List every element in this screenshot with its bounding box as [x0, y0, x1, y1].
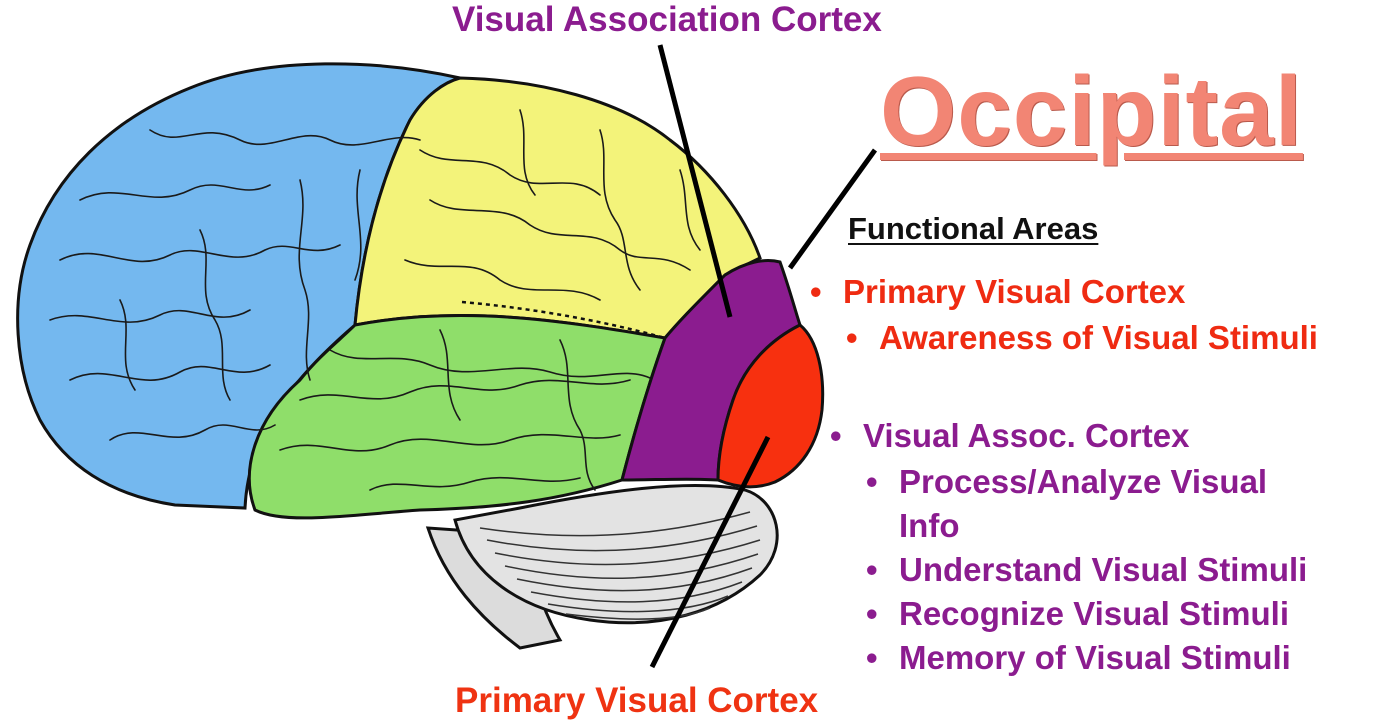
list-item-function: •Process/Analyze Visual [866, 465, 1267, 498]
function-text: Memory of Visual Stimuli [899, 639, 1291, 676]
bullet-icon: • [866, 641, 899, 674]
function-text: Awareness of Visual Stimuli [879, 319, 1318, 356]
bullet-icon: • [830, 419, 863, 452]
bullet-icon: • [866, 553, 899, 586]
functional-areas-heading: Functional Areas [848, 213, 1098, 244]
function-text: Info [899, 507, 959, 544]
function-text: Recognize Visual Stimuli [899, 595, 1289, 632]
list-item-function: •Memory of Visual Stimuli [866, 641, 1291, 674]
bullet-icon: • [866, 465, 899, 498]
list-item-primary-visual-cortex: •Primary Visual Cortex [810, 275, 1185, 308]
list-item-function: •Understand Visual Stimuli [866, 553, 1307, 586]
pointer-line-occipital [790, 150, 875, 268]
list-item-function: •Awareness of Visual Stimuli [846, 321, 1318, 354]
list-item-visual-assoc-cortex: •Visual Assoc. Cortex [830, 419, 1189, 452]
area-name: Visual Assoc. Cortex [863, 417, 1189, 454]
visual-association-cortex-label: Visual Association Cortex [452, 2, 882, 37]
list-item-function: •Recognize Visual Stimuli [866, 597, 1289, 630]
area-name: Primary Visual Cortex [843, 273, 1185, 310]
page-title: Occipital [880, 62, 1303, 160]
function-text: Understand Visual Stimuli [899, 551, 1307, 588]
function-text: Process/Analyze Visual [899, 463, 1267, 500]
primary-visual-cortex-label: Primary Visual Cortex [455, 683, 818, 718]
bullet-icon: • [846, 321, 879, 354]
bullet-icon: • [866, 597, 899, 630]
function-text-continuation: Info [899, 509, 959, 542]
bullet-icon: • [810, 275, 843, 308]
